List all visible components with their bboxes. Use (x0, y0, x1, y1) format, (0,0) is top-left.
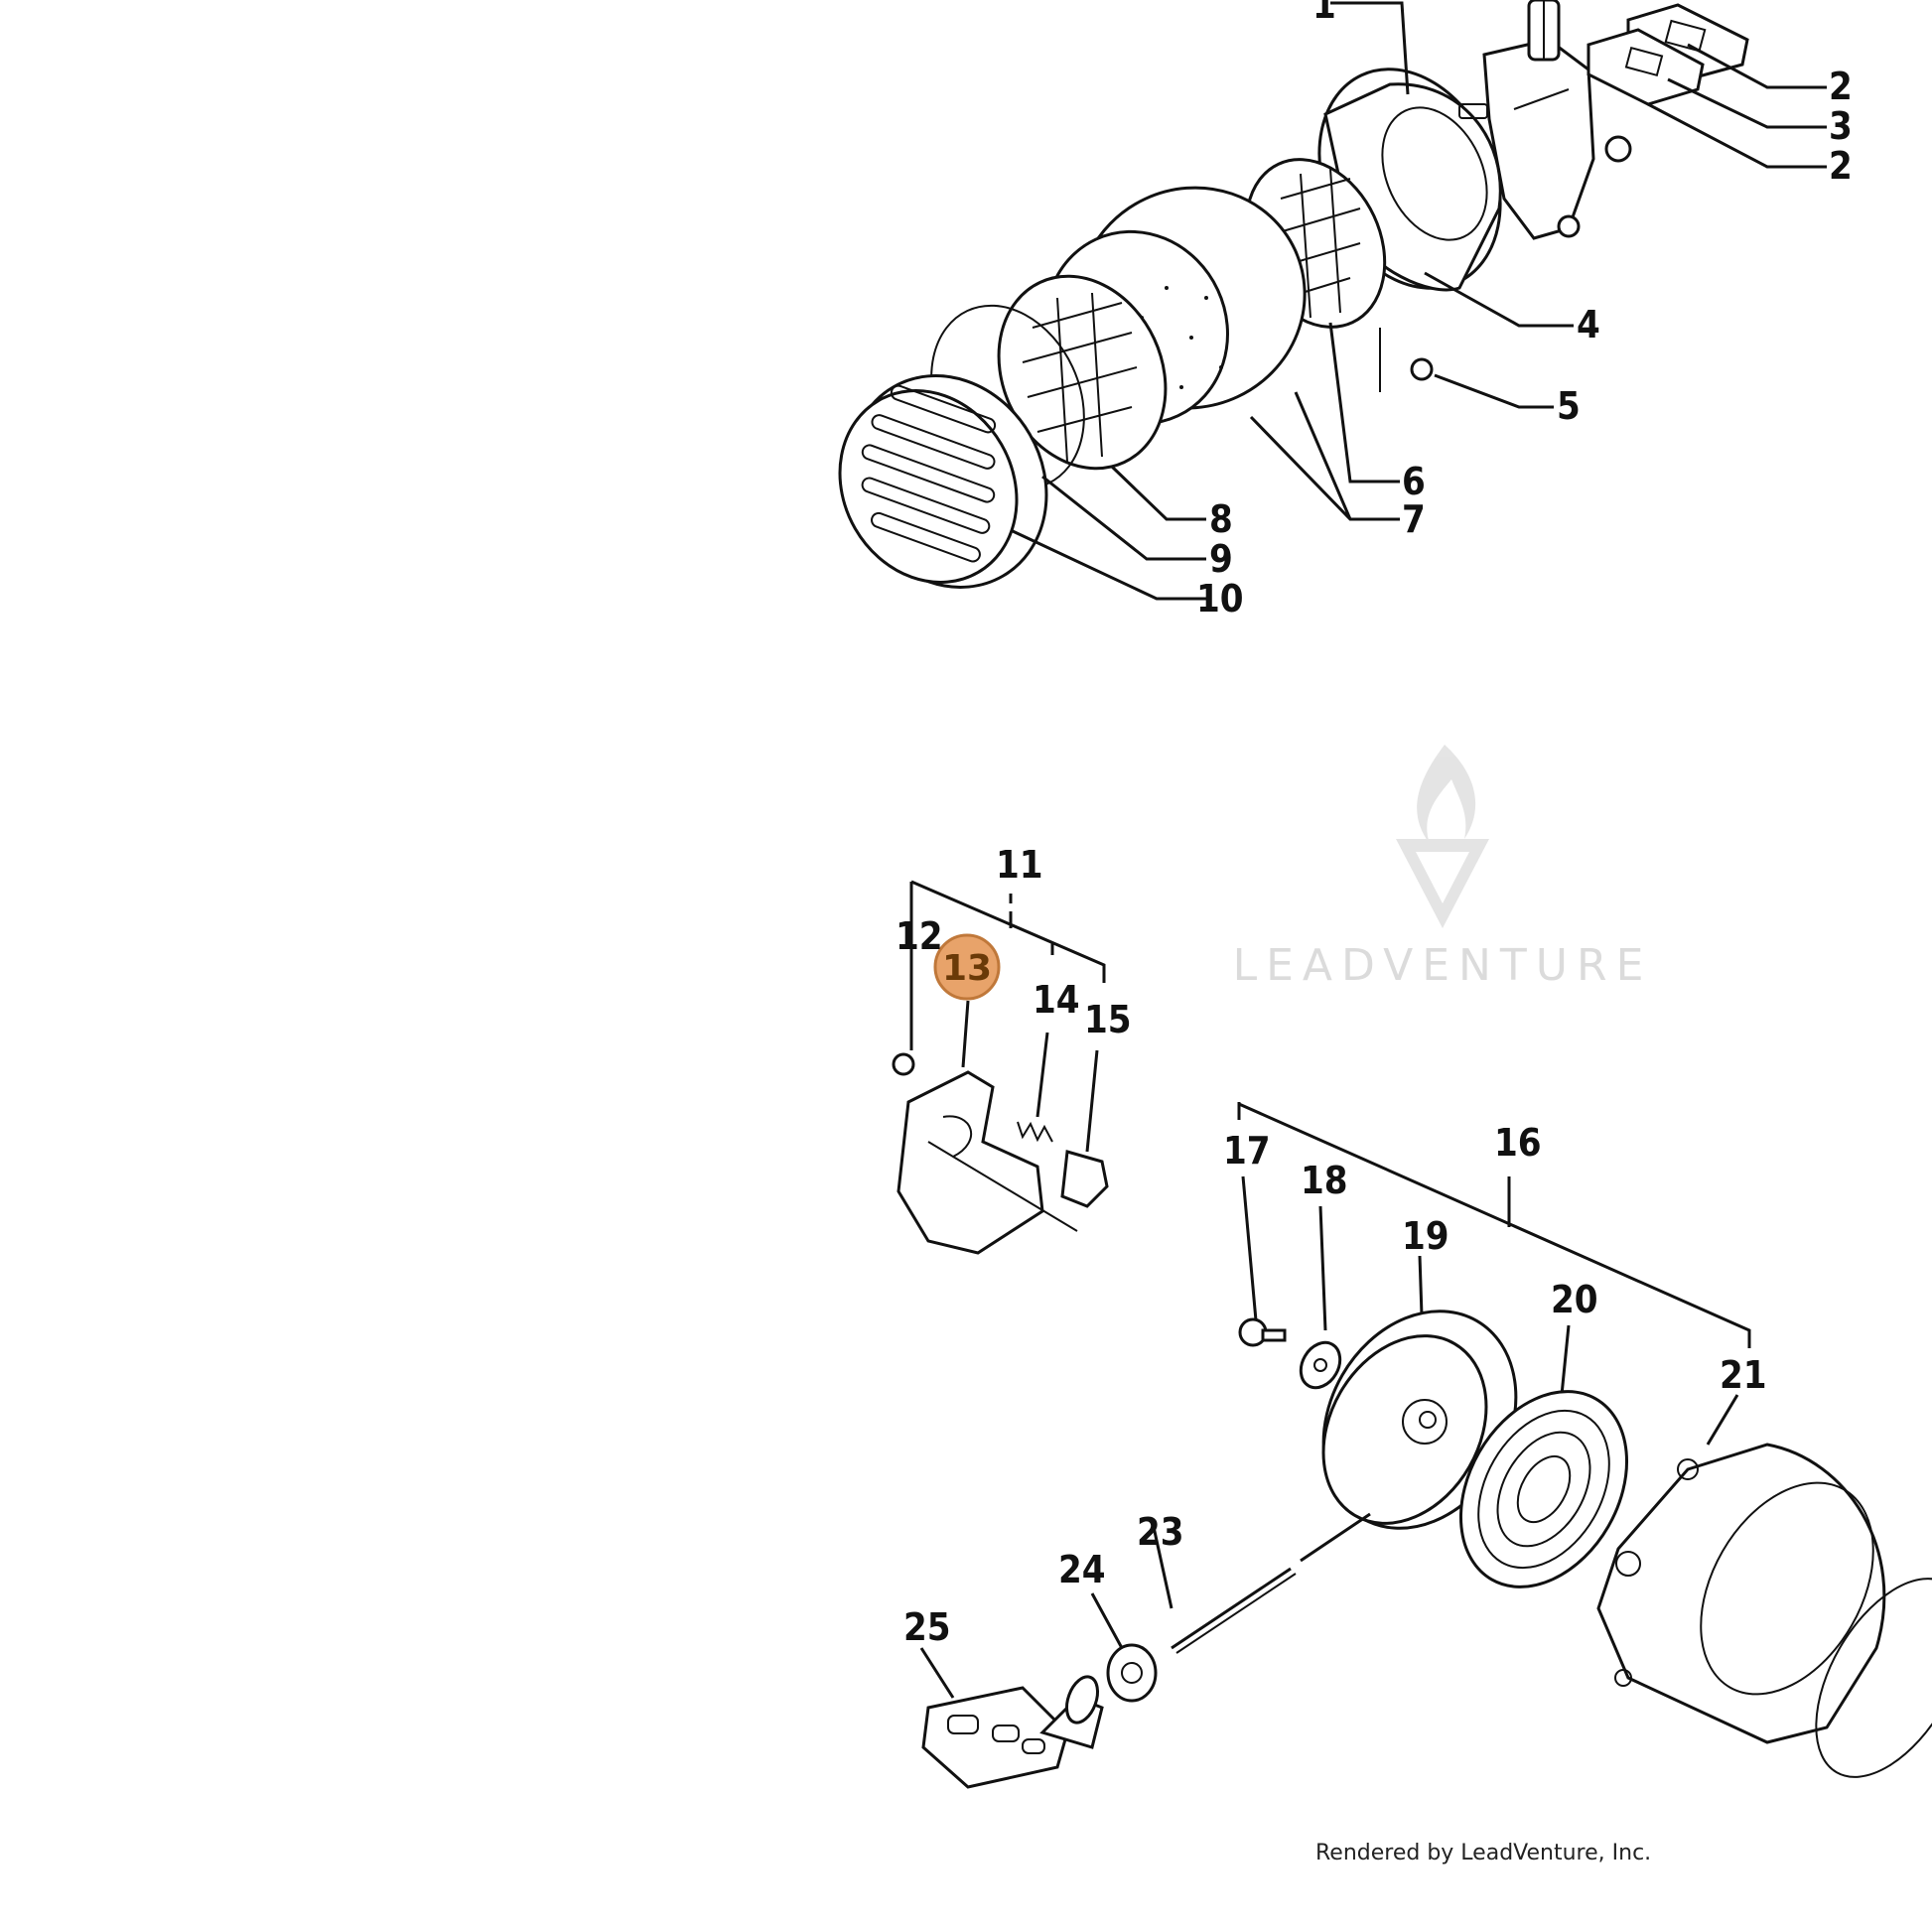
cover-screw (1379, 328, 1434, 392)
leadventure-flame-logo (1396, 745, 1489, 928)
air-cleaner-assembly (838, 0, 1749, 589)
callout-8[interactable]: 8 (1209, 497, 1233, 541)
carburetor (1482, 0, 1632, 240)
callout-3[interactable]: 3 (1829, 104, 1853, 148)
starter-handle (921, 1675, 1104, 1789)
starter-rope (1171, 1512, 1371, 1654)
recoil-spring (1458, 1390, 1629, 1588)
callout-2-lower[interactable]: 2 (1829, 144, 1853, 188)
callout-4[interactable]: 4 (1577, 303, 1600, 346)
watermark-text: LEADVENTURE (1233, 940, 1653, 991)
callout-11[interactable]: 11 (996, 843, 1043, 887)
callout-17[interactable]: 17 (1223, 1129, 1271, 1173)
callout-24[interactable]: 24 (1058, 1548, 1106, 1591)
recoil-starter-assembly (919, 1102, 1932, 1789)
callout-7[interactable]: 7 (1402, 497, 1426, 541)
callout-1[interactable]: 1 (1312, 0, 1336, 27)
callout-13[interactable]: 13 (942, 948, 992, 989)
callout-2-upper[interactable]: 2 (1829, 65, 1853, 108)
callout-9[interactable]: 9 (1209, 537, 1233, 581)
callout-12[interactable]: 12 (896, 914, 943, 958)
air-cleaner-cover (838, 374, 1048, 589)
gasket-middle (1587, 28, 1705, 106)
callout-18[interactable]: 18 (1301, 1159, 1348, 1202)
clutch-shoe (897, 1070, 1078, 1255)
callout-21[interactable]: 21 (1720, 1353, 1767, 1397)
callout-labels: 1 2 3 2 4 5 6 7 8 9 10 11 12 13 14 15 16… (896, 0, 1853, 1649)
callout-25[interactable]: 25 (903, 1605, 951, 1649)
callout-19[interactable]: 19 (1402, 1214, 1449, 1258)
rope-guide (1106, 1643, 1158, 1703)
callout-14[interactable]: 14 (1033, 978, 1080, 1022)
highlight-marker[interactable] (933, 933, 1001, 1001)
callout-5[interactable]: 5 (1557, 384, 1581, 428)
callout-10[interactable]: 10 (1196, 577, 1244, 621)
starter-gasket (1815, 1578, 1932, 1778)
callout-15[interactable]: 15 (1084, 998, 1132, 1041)
clutch-weight (1060, 1150, 1109, 1208)
callout-16[interactable]: 16 (1494, 1121, 1542, 1165)
starter-washer (1299, 1340, 1342, 1390)
callout-20[interactable]: 20 (1551, 1278, 1598, 1321)
clutch-spring (1017, 1121, 1053, 1143)
clutch-e-clip (892, 1052, 915, 1076)
leader-lines-top (1012, 1, 1827, 601)
footer-credit: Rendered by LeadVenture, Inc. (1315, 1841, 1651, 1865)
clutch-assembly (892, 880, 1109, 1255)
starter-case (1596, 1443, 1886, 1744)
starter-bolt (1238, 1317, 1287, 1347)
callout-6[interactable]: 6 (1402, 460, 1426, 503)
callout-23[interactable]: 23 (1137, 1510, 1184, 1554)
watermark: LEADVENTURE (1233, 745, 1653, 991)
